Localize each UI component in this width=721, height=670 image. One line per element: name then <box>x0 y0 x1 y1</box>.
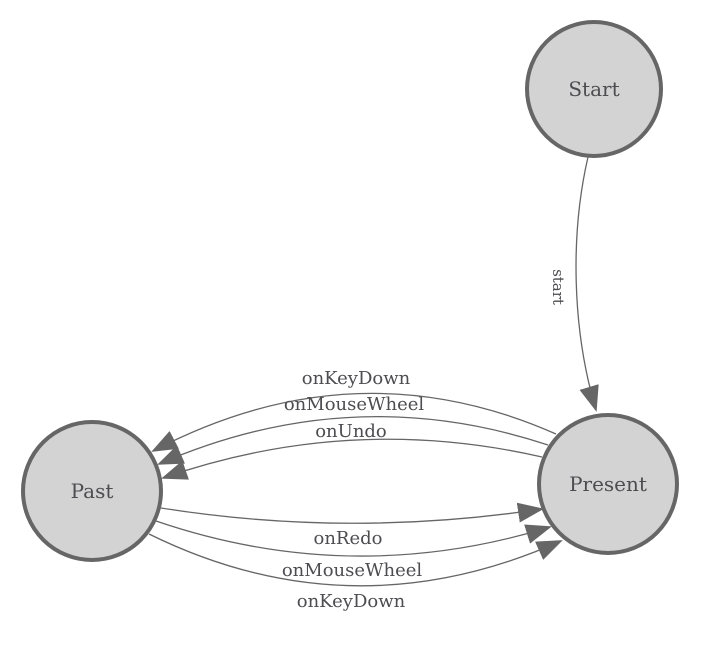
state-node-start: Start <box>525 20 663 158</box>
edge-label-onundo: onUndo <box>315 421 387 442</box>
state-circle-present <box>537 413 679 555</box>
edge-past-to-present-onkeydown <box>148 533 563 587</box>
state-node-past: Past <box>21 420 163 562</box>
edge-past-to-present-onredo <box>160 502 544 524</box>
state-label-past: Past <box>71 479 114 503</box>
state-circle-start <box>525 20 663 158</box>
state-circle-past <box>21 420 163 562</box>
state-label-start: Start <box>568 77 619 101</box>
edge-label-onkeydown-bottom: onKeyDown <box>297 591 406 612</box>
state-node-present: Present <box>537 413 679 555</box>
edge-label-onkeydown-top: onKeyDown <box>302 368 411 389</box>
edge-present-to-past-onundo <box>161 438 543 480</box>
edge-label-onmousewheel-bottom: onMouseWheel <box>282 560 423 581</box>
edge-present-to-past-onkeydown <box>151 392 557 452</box>
edge-past-to-present-onmousewheel <box>155 520 552 557</box>
state-label-present: Present <box>569 472 647 496</box>
edge-label-onmousewheel-top: onMouseWheel <box>284 394 425 415</box>
edge-label-onredo: onRedo <box>314 528 383 549</box>
edge-start-to-present <box>575 156 599 412</box>
edge-label-start: start <box>549 269 567 305</box>
edge-present-to-past-onmousewheel <box>157 416 549 465</box>
